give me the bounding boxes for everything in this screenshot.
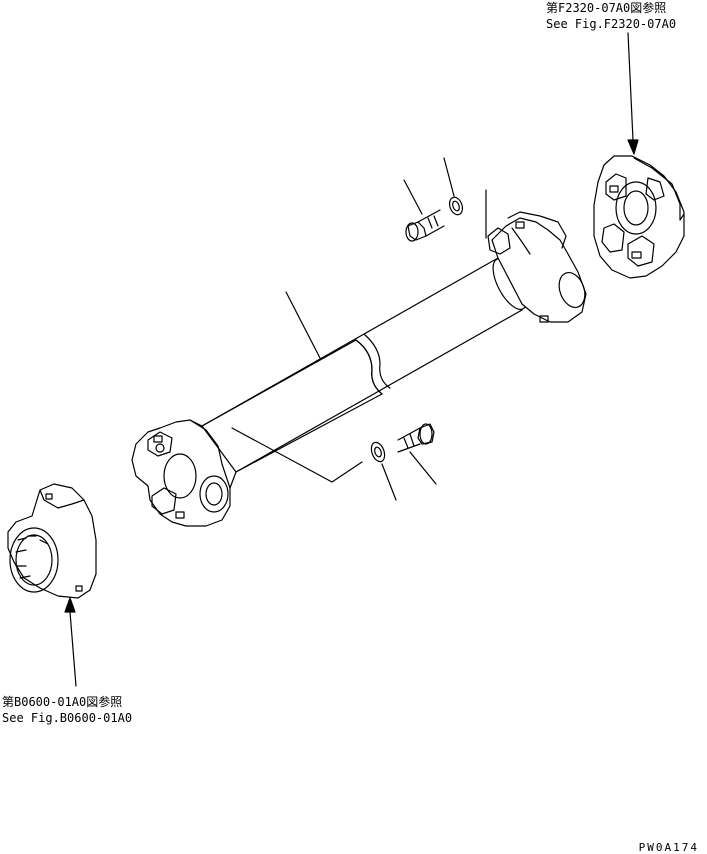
reference-en-bottom: See Fig.B0600-01A0: [2, 711, 133, 725]
front-flange-arrow-line: [70, 612, 76, 686]
reference-jp-bottom: 第B0600-01A0図参照: [2, 695, 123, 709]
front-flange: [8, 484, 96, 598]
rear-flange-arrow-head: [628, 140, 638, 154]
front-flange-arrow-head: [65, 598, 75, 612]
lower-group-bracket: [231, 427, 363, 483]
reference-jp-top: 第F2320-07A0図参照: [546, 1, 667, 15]
reference-note-top-right: 第F2320-07A0図参照 See Fig.F2320-07A0: [546, 0, 676, 32]
front-yoke: [132, 420, 236, 526]
upper-bolt: [406, 210, 444, 241]
lower-washer-leader: [382, 464, 396, 500]
reference-note-bottom-left: 第B0600-01A0図参照 See Fig.B0600-01A0: [2, 694, 132, 726]
shaft-leader: [286, 292, 320, 358]
lower-bolt-leader: [410, 452, 436, 484]
drive-shaft: [202, 254, 534, 472]
reference-en-top: See Fig.F2320-07A0: [546, 17, 677, 31]
rear-flange: [594, 156, 684, 278]
upper-bolt-leader: [404, 180, 422, 214]
upper-washer-leader: [444, 158, 454, 196]
lower-bolt: [398, 424, 434, 452]
lower-washer: [369, 441, 387, 464]
drawing-code: PW0A174: [638, 841, 699, 854]
upper-washer: [447, 195, 464, 216]
rear-yoke: [488, 212, 589, 322]
rear-flange-arrow-line: [628, 33, 633, 140]
